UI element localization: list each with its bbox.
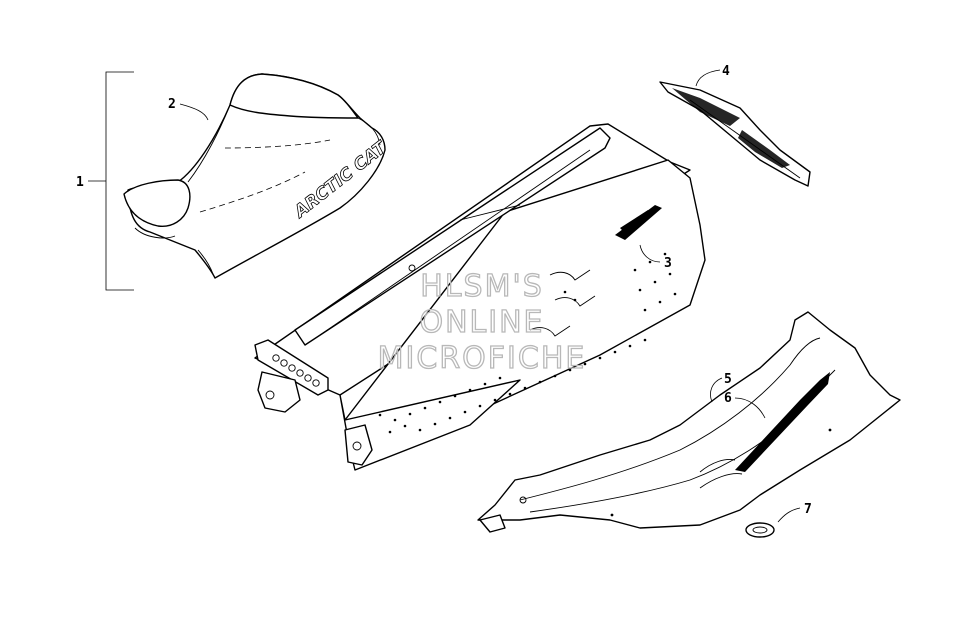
plug (745, 522, 775, 538)
snow-flap (659, 81, 811, 187)
watermark: HLSM'S ONLINE MICROFICHE (377, 268, 587, 376)
watermark-line-1: HLSM'S (420, 269, 544, 304)
watermark-line-3: MICROFICHE (378, 341, 587, 376)
tunnel-perforations (378, 252, 677, 434)
leader-lines (179, 69, 801, 523)
tunnel (254, 123, 706, 471)
callout-4: 4 (722, 64, 730, 79)
callout-6: 6 (724, 391, 732, 406)
callout-labels: 1 2 3 4 5 6 7 (76, 64, 812, 517)
bumper-holes (272, 354, 320, 387)
side-panel (477, 311, 901, 533)
callout-7: 7 (804, 502, 812, 517)
seat-assembly-bracket (88, 71, 134, 291)
callout-3: 3 (664, 256, 672, 271)
callout-5: 5 (724, 372, 732, 387)
watermark-line-2: ONLINE (419, 305, 544, 340)
callout-2: 2 (168, 97, 176, 112)
callout-1: 1 (76, 175, 84, 190)
seat: ARCTIC CAT (123, 73, 392, 279)
